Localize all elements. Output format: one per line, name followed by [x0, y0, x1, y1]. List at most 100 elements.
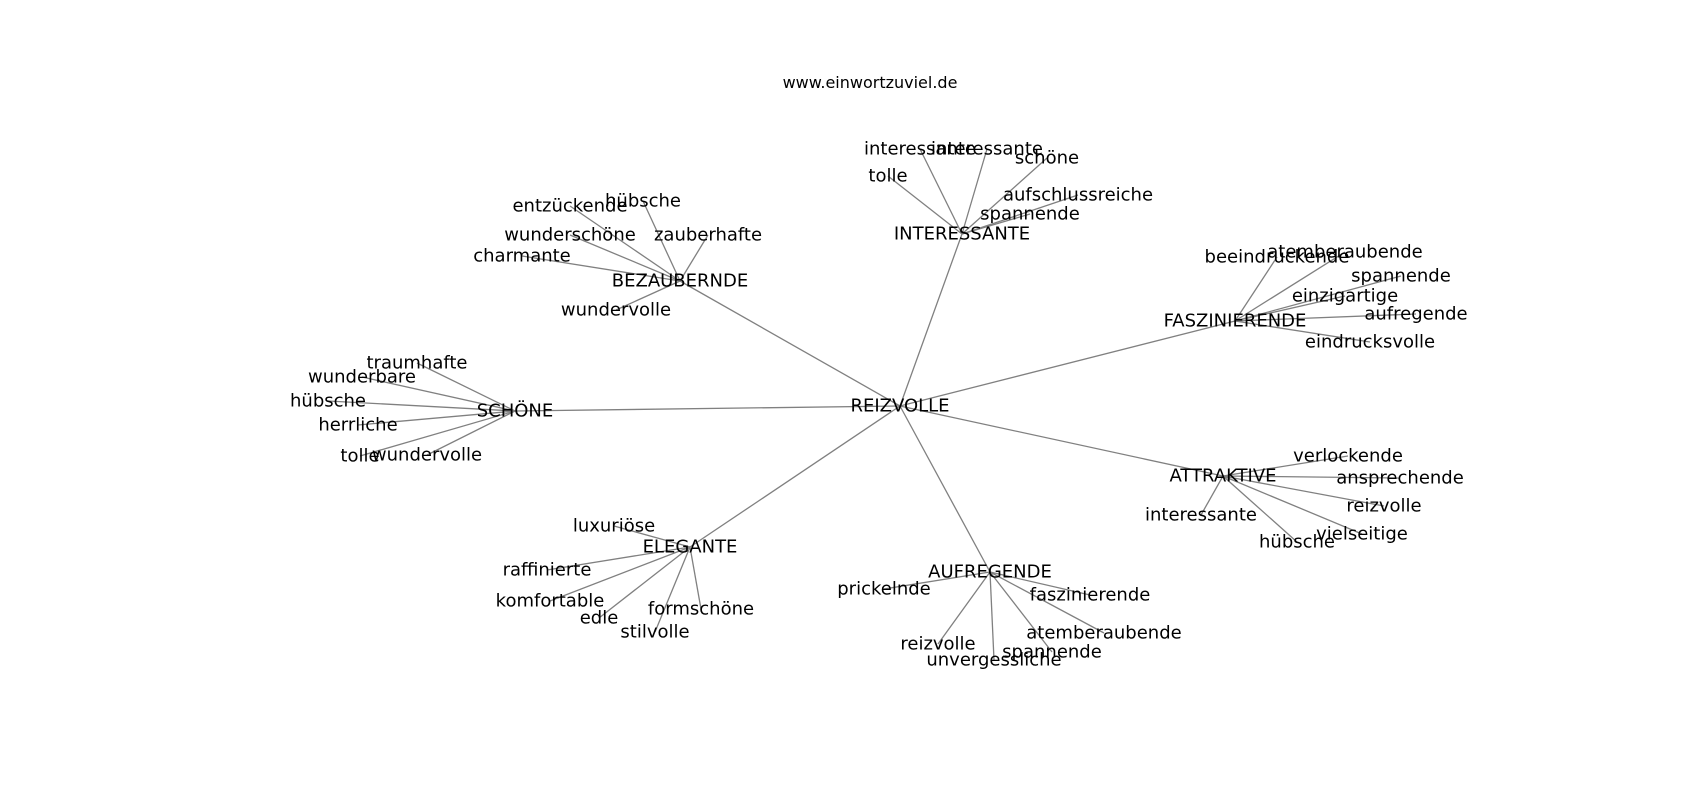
edge-root-cluster	[899, 405, 1224, 477]
leaf-node-label: wundervolle	[561, 300, 671, 321]
leaf-node-label: spannende	[1002, 642, 1102, 663]
leaf-node-label: einzigartige	[1292, 286, 1398, 307]
leaf-node-label: raffinierte	[503, 560, 592, 581]
edge-cluster-leaf	[549, 546, 691, 602]
edge-cluster-leaf	[546, 546, 691, 571]
leaf-node-label: stilvolle	[620, 622, 689, 643]
edge-cluster-leaf	[598, 546, 691, 619]
edge-cluster-leaf	[361, 376, 516, 412]
leaf-node-label: edle	[580, 608, 619, 629]
edge-cluster-leaf	[989, 571, 1053, 653]
edge-cluster-leaf	[426, 410, 516, 456]
cluster-node-label: INTERESSANTE	[894, 224, 1030, 245]
leaf-node-label: zauberhafte	[654, 225, 762, 246]
leaf-node-label: faszinierende	[1030, 585, 1151, 606]
leaf-node-label: reizvolle	[900, 634, 975, 655]
edge-cluster-leaf	[1222, 455, 1349, 477]
leaf-node-label: interessante	[931, 139, 1043, 160]
leaf-node-label: aufregende	[1364, 304, 1467, 325]
leaf-node-label: entzückende	[512, 196, 627, 217]
edge-cluster-leaf	[1234, 313, 1417, 322]
edge-cluster-leaf	[679, 234, 709, 282]
edge-root-cluster	[689, 405, 901, 548]
leaf-node-label: komfortable	[496, 591, 605, 612]
edge-cluster-leaf	[613, 525, 691, 548]
leaf-node-label: wunderschöne	[504, 225, 636, 246]
edge-root-cluster	[899, 233, 963, 407]
edge-root-cluster	[899, 405, 991, 573]
edge-cluster-leaf	[961, 213, 1031, 235]
cluster-node-label: ELEGANTE	[643, 537, 738, 558]
edge-cluster-leaf	[689, 546, 702, 610]
edge-cluster-leaf	[989, 571, 1091, 596]
edge-cluster-leaf	[642, 200, 681, 282]
edge-cluster-leaf	[989, 571, 1105, 634]
leaf-node-label: hübsche	[1259, 532, 1335, 553]
leaf-node-label: tolle	[340, 446, 379, 467]
cluster-node-label: SCHÖNE	[477, 400, 554, 422]
leaf-node-label: unvergessliche	[926, 650, 1061, 671]
leaf-node-label: schöne	[1015, 148, 1079, 169]
edge-cluster-leaf	[989, 571, 995, 661]
leaf-node-label: spannende	[1351, 266, 1451, 287]
leaf-node-label: luxuriöse	[573, 516, 655, 537]
leaf-node-label: hübsche	[605, 191, 681, 212]
edge-cluster-leaf	[1234, 251, 1346, 322]
site-credit: www.einwortzuviel.de	[783, 73, 958, 92]
edge-cluster-leaf	[1222, 475, 1363, 535]
leaf-node-label: verlockende	[1293, 446, 1403, 467]
leaf-node-label: wundervolle	[372, 445, 482, 466]
edge-cluster-leaf	[1234, 295, 1346, 322]
leaf-node-label: atemberaubende	[1026, 623, 1181, 644]
cluster-node-label: ATTRAKTIVE	[1169, 466, 1276, 487]
leaf-node-label: eindrucksvolle	[1305, 332, 1435, 353]
cluster-node-label: BEZAUBERNDE	[612, 271, 748, 292]
leaf-node-label: vielseitige	[1316, 524, 1408, 545]
leaf-node-label: aufschlussreiche	[1003, 185, 1153, 206]
leaf-node-label: charmante	[473, 246, 571, 267]
leaf-node-label: tolle	[868, 166, 907, 187]
edge-root-cluster	[899, 320, 1236, 407]
edge-cluster-leaf	[615, 280, 681, 311]
leaf-node-label: atemberaubende	[1267, 242, 1422, 263]
edge-cluster-leaf	[1234, 275, 1402, 322]
root-node-label: REIZVOLLE	[850, 396, 949, 417]
edge-cluster-leaf	[416, 362, 516, 412]
edge-cluster-leaf	[887, 175, 963, 235]
leaf-node-label: formschöne	[648, 599, 754, 620]
edge-cluster-leaf	[1222, 475, 1401, 479]
leaf-node-label: spannende	[980, 204, 1080, 225]
edge-cluster-leaf	[1222, 475, 1298, 543]
leaf-node-label: beeindruckende	[1205, 247, 1350, 268]
edge-cluster-leaf	[654, 546, 691, 633]
edge-cluster-leaf	[357, 410, 516, 426]
edge-cluster-leaf	[521, 255, 681, 282]
leaf-node-label: hübsche	[290, 391, 366, 412]
edge-cluster-leaf	[961, 194, 1079, 235]
leaf-node-label: traumhafte	[366, 353, 467, 374]
edge-root-cluster	[514, 405, 901, 412]
edge-cluster-leaf	[569, 234, 681, 282]
edge-root-cluster	[679, 280, 901, 407]
edge-cluster-leaf	[1222, 475, 1385, 507]
edge-cluster-leaf	[961, 157, 1048, 235]
edge-cluster-leaf	[359, 410, 516, 457]
edge-cluster-leaf	[1234, 256, 1278, 322]
leaf-node-label: ansprechende	[1336, 468, 1464, 489]
edge-cluster-leaf	[1234, 320, 1371, 343]
edge-cluster-leaf	[883, 571, 991, 590]
edge-cluster-leaf	[961, 148, 988, 235]
edge-cluster-leaf	[1200, 475, 1224, 516]
leaf-node-label: reizvolle	[1346, 496, 1421, 517]
leaf-node-label: herrliche	[318, 415, 397, 436]
edge-cluster-leaf	[919, 148, 963, 235]
label-layer: REIZVOLLE INTERESSANTE interessante interes…	[290, 139, 1468, 671]
edge-layer	[327, 148, 1417, 661]
leaf-node-label: prickelnde	[837, 579, 931, 600]
edge-cluster-leaf	[569, 205, 681, 282]
leaf-node-label: interessante	[1145, 505, 1257, 526]
cluster-node-label: AUFREGENDE	[928, 562, 1052, 583]
leaf-node-label: wunderbare	[308, 367, 416, 388]
edge-cluster-leaf	[937, 571, 991, 645]
